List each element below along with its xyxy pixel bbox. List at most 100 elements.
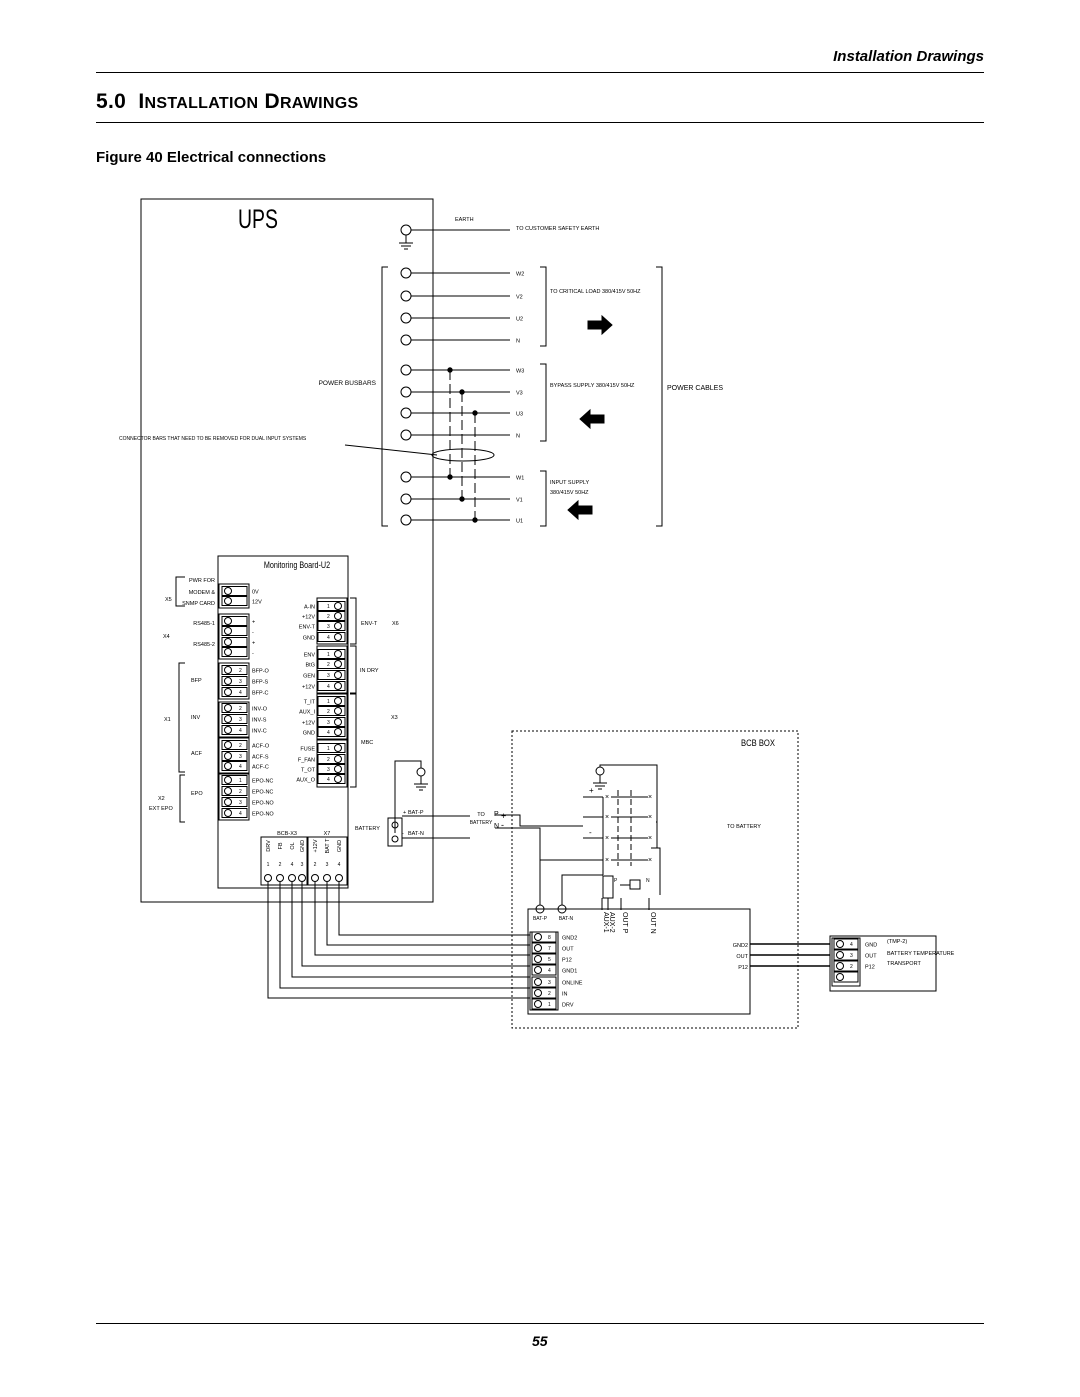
temp-pin-spare-circle (836, 973, 844, 981)
earth-label: EARTH (455, 217, 474, 223)
temp-pin-1-box (833, 949, 859, 961)
bcb-pin-label-3: GND1 (562, 968, 577, 974)
busbar-terminal-label-2: U2 (516, 317, 523, 323)
right-pin-6-circle (334, 671, 342, 679)
bcb-contact-plus: + (589, 786, 594, 795)
right-pin-0-circle (334, 602, 342, 610)
left-pin-6-box (221, 665, 248, 675)
right-pin-10-box (317, 717, 346, 727)
right-pin-num-2: 3 (327, 624, 330, 630)
bottom-pin-terminal-0 (264, 874, 272, 882)
x4-label: X4 (163, 634, 170, 640)
bat-n-label: BAT-N (408, 831, 424, 837)
left-pin-num-16: 2 (239, 789, 242, 795)
bcb-pin-num-0: 8 (548, 935, 551, 941)
left-pin-num-8: 4 (239, 690, 242, 696)
right-pin-14-circle (334, 765, 342, 773)
monitoring-board-frame (217, 555, 349, 889)
x5-label: X5 (165, 597, 172, 603)
busbar-terminal-label-3: N (516, 339, 520, 345)
footer-rule (96, 1323, 984, 1324)
bcb-small-relay (629, 879, 641, 890)
left-pin-label-18: EPO-NO (252, 811, 274, 817)
right-pin-label-12: FUSE (300, 746, 315, 752)
right-pin-11-circle (334, 728, 342, 736)
bottom-pin-label-4: +12V (313, 839, 319, 852)
temp-pin-label-0: GND (865, 942, 877, 948)
left-pin-5-circle (224, 648, 232, 656)
right-pin-9-box (317, 706, 346, 716)
bottom-pin-label-2: OL (290, 842, 296, 849)
left-pin-num-7: 3 (239, 679, 242, 685)
temp-pin-2-circle (836, 962, 844, 970)
x6-label: X6 (392, 621, 399, 627)
left-pin-5-box (221, 647, 248, 657)
bottom-pin-label-5: BAT T (325, 838, 331, 854)
bypass-arrow (579, 408, 605, 430)
jumper-dot-bottom-2 (472, 517, 478, 523)
bcb-battery-small-label: BATTERY (470, 820, 493, 826)
right-pin-label-14: T_OT (301, 767, 316, 773)
contact-x2-2: × (648, 835, 652, 842)
right-pin-7-circle (334, 682, 342, 690)
bcb-pin-0-circle (534, 933, 542, 941)
left-pin-label-9: INV-O (252, 706, 268, 712)
right-pin-label-9: AUX_I (299, 709, 315, 715)
bcb-bat-n-wire (561, 874, 603, 905)
bcb-relay-box (602, 875, 614, 899)
bcb-pin-6-box (531, 998, 557, 1010)
right-pin-num-4: 1 (327, 652, 330, 658)
bottom-pin-label-3: GND (300, 840, 306, 852)
left-pin-17-circle (224, 798, 232, 806)
left-pin-label-3: - (252, 629, 254, 635)
bcb-pin-num-2: 5 (548, 957, 551, 963)
right-pin-10-circle (334, 718, 342, 726)
bottom-pin-num-2: 4 (291, 862, 294, 868)
left-pin-18-box (221, 808, 248, 818)
x3-label: X3 (391, 715, 398, 721)
bottom-pin-num-0: 1 (267, 862, 270, 868)
right-pin-9-circle (334, 707, 342, 715)
header-rule (96, 72, 984, 73)
jumper-dot-bottom-0 (447, 474, 453, 480)
right-pin-15-circle (334, 775, 342, 783)
left-pin-group-0 (218, 583, 250, 609)
left-pin-17-box (221, 797, 248, 807)
right-pin-14-box (317, 764, 346, 774)
bcb-pin-num-5: 2 (548, 991, 551, 997)
busbar-terminal-label-8: W1 (516, 476, 524, 482)
bcb-vert-label-0: AUX-1 (602, 912, 609, 933)
bcb-pin-6-circle (534, 1000, 542, 1008)
bat-p-label: BAT-P (408, 810, 424, 816)
right-pin-group-0 (316, 597, 348, 645)
temp-tmp-label: (TMP-2) (887, 939, 907, 945)
left-pin-label-10: INV-S (252, 717, 267, 723)
right-pin-num-15: 4 (327, 777, 330, 783)
left-pin-num-10: 3 (239, 717, 242, 723)
bcb-pin-3-box (531, 964, 557, 976)
connector-bars-ellipse (431, 448, 495, 462)
left-pin-label-14: ACF-C (252, 764, 269, 770)
bcb-vert-label-2: OUT P (621, 912, 628, 934)
left-pin-label-6: BFP-O (252, 668, 270, 674)
bottom-pin-label-0: DRV (266, 840, 272, 852)
right-pin-label-10: +12V (302, 720, 315, 726)
busbar-terminal-w1 (400, 471, 412, 483)
bat-n-minus: - (402, 831, 404, 837)
section-title: 5.0 INSTALLATION DRAWINGS (96, 90, 358, 114)
right-pin-13-circle (334, 755, 342, 763)
bcb-right-label-1: OUT (736, 954, 748, 960)
bcb-pin-num-1: 7 (548, 946, 551, 952)
right-pin-3-box (317, 632, 346, 642)
section-title-word-2-cap: D (264, 90, 280, 113)
env-t-label: ENV-T (361, 621, 378, 627)
left-pin-8-box (221, 687, 248, 697)
right-pin-label-1: +12V (302, 614, 315, 620)
busbar-terminal-u2 (400, 312, 412, 324)
left-pin-num-14: 4 (239, 764, 242, 770)
right-pin-8-box (317, 696, 346, 706)
left-pin-11-box (221, 725, 248, 735)
power-busbars-label: POWER BUSBARS (319, 380, 377, 387)
bcb-small-p: P (614, 878, 618, 884)
left-pin-label-4: + (252, 640, 255, 646)
